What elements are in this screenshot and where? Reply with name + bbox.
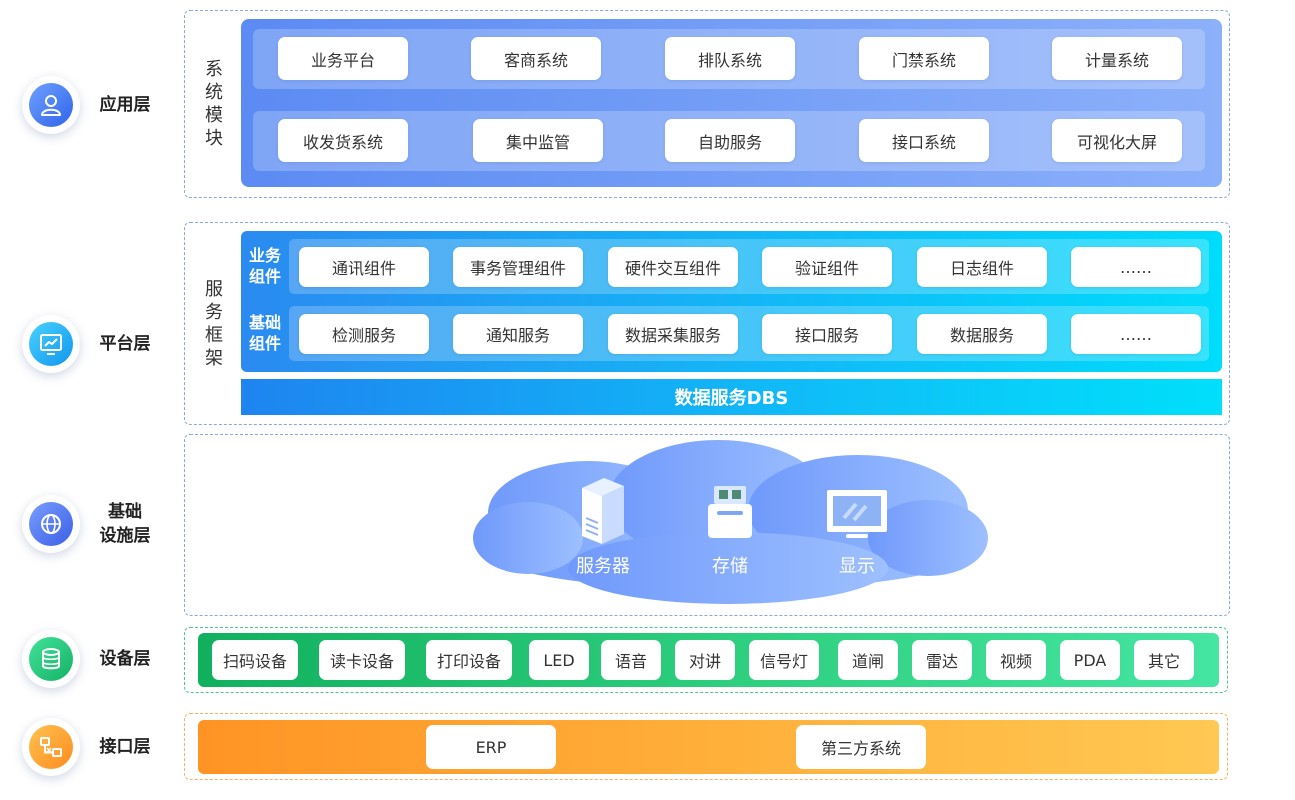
interface-panel: ERP 第三方系统 [198, 720, 1219, 774]
device-intercom: 对讲 [675, 640, 735, 680]
interface-icon-badge [22, 718, 80, 776]
layer-interface: 接口层 [0, 718, 180, 776]
service-interface: 接口服务 [762, 314, 892, 354]
layer-device: 设备层 [0, 630, 180, 688]
application-row-2: 收发货系统 集中监管 自助服务 接口系统 可视化大屏 [253, 111, 1205, 171]
device-frame [184, 627, 1228, 693]
device-pda: PDA [1060, 640, 1120, 680]
device-panel: 扫码设备 读卡设备 打印设备 LED 语音 对讲 信号灯 道闸 雷达 视频 PD… [198, 633, 1219, 687]
platform-icon-badge [22, 315, 80, 373]
infra-server: 服务器 [568, 476, 638, 577]
component-verification: 验证组件 [762, 247, 892, 287]
globe-icon [29, 502, 73, 546]
module-self-service: 自助服务 [665, 119, 795, 162]
infrastructure-frame [184, 434, 1230, 616]
device-barrier-gate: 道闸 [838, 640, 898, 680]
user-icon [29, 83, 73, 127]
service-detection: 检测服务 [299, 314, 429, 354]
module-access-control: 门禁系统 [859, 37, 989, 80]
component-hardware-interaction: 硬件交互组件 [608, 247, 738, 287]
component-logging: 日志组件 [917, 247, 1047, 287]
business-components-label: 业务组件 [248, 246, 281, 286]
module-merchant-system: 客商系统 [471, 37, 601, 80]
service-data: 数据服务 [917, 314, 1047, 354]
layer-label-infrastructure: 基础 设施层 [90, 500, 160, 548]
device-icon-badge [22, 630, 80, 688]
component-more: …… [1071, 247, 1201, 287]
base-components-label: 基础组件 [248, 313, 281, 353]
infrastructure-icon-badge [22, 495, 80, 553]
platform-title: 服务框架 [205, 279, 223, 369]
service-data-collection: 数据采集服务 [608, 314, 738, 354]
service-notification: 通知服务 [453, 314, 583, 354]
module-central-monitoring: 集中监管 [473, 119, 603, 162]
business-components-row: 通讯组件 事务管理组件 硬件交互组件 验证组件 日志组件 …… [289, 239, 1209, 294]
layer-label-application: 应用层 [99, 95, 151, 115]
layer-label-infrastructure-line1: 基础 [108, 502, 142, 522]
module-shipping-receiving: 收发货系统 [278, 119, 408, 162]
application-panel: 业务平台 客商系统 排队系统 门禁系统 计量系统 收发货系统 集中监管 自助服务… [241, 19, 1222, 187]
chart-monitor-icon [29, 322, 73, 366]
interface-third-party: 第三方系统 [796, 725, 926, 769]
module-metering-system: 计量系统 [1052, 37, 1182, 80]
component-communication: 通讯组件 [299, 247, 429, 287]
interface-erp: ERP [426, 725, 556, 769]
infra-display-label: 显示 [839, 556, 875, 577]
layer-platform: 平台层 [0, 315, 180, 373]
infra-display: 显示 [822, 488, 892, 577]
layer-label-interface: 接口层 [99, 737, 151, 757]
storage-icon [708, 486, 752, 538]
module-visual-screen: 可视化大屏 [1052, 119, 1182, 162]
device-video: 视频 [986, 640, 1046, 680]
device-scanner: 扫码设备 [212, 640, 298, 680]
platform-frame [184, 222, 1230, 425]
platform-panel: 业务组件 通讯组件 事务管理组件 硬件交互组件 验证组件 日志组件 …… 基础组… [241, 231, 1222, 372]
server-icon [582, 478, 624, 544]
device-voice: 语音 [601, 640, 661, 680]
module-interface-system: 接口系统 [859, 119, 989, 162]
database-icon [29, 637, 73, 681]
layer-application: 应用层 [0, 76, 180, 134]
infra-server-label: 服务器 [576, 556, 630, 577]
device-signal-light: 信号灯 [749, 640, 819, 680]
layer-label-infrastructure-line2: 设施层 [99, 526, 151, 546]
module-business-platform: 业务平台 [278, 37, 408, 80]
application-icon-badge [22, 76, 80, 134]
service-more: …… [1071, 314, 1201, 354]
application-title: 系统模块 [205, 59, 223, 149]
device-card-reader: 读卡设备 [319, 640, 405, 680]
layer-label-device: 设备层 [99, 649, 151, 669]
display-icon [827, 490, 887, 538]
device-printer: 打印设备 [426, 640, 512, 680]
application-frame [184, 10, 1230, 198]
infra-storage: 存储 [695, 484, 765, 577]
infra-storage-label: 存储 [712, 556, 748, 577]
interface-frame [184, 713, 1228, 780]
layer-infrastructure: 基础 设施层 [0, 495, 180, 553]
application-row-1: 业务平台 客商系统 排队系统 门禁系统 计量系统 [253, 29, 1205, 89]
device-other: 其它 [1134, 640, 1194, 680]
flowchart-icon [29, 725, 73, 769]
component-transaction: 事务管理组件 [453, 247, 583, 287]
base-components-row: 检测服务 通知服务 数据采集服务 接口服务 数据服务 …… [289, 306, 1209, 361]
device-radar: 雷达 [912, 640, 972, 680]
data-service-dbs-bar: 数据服务DBS [241, 379, 1222, 415]
module-queue-system: 排队系统 [665, 37, 795, 80]
layer-label-platform: 平台层 [99, 334, 151, 354]
device-led: LED [529, 640, 589, 680]
